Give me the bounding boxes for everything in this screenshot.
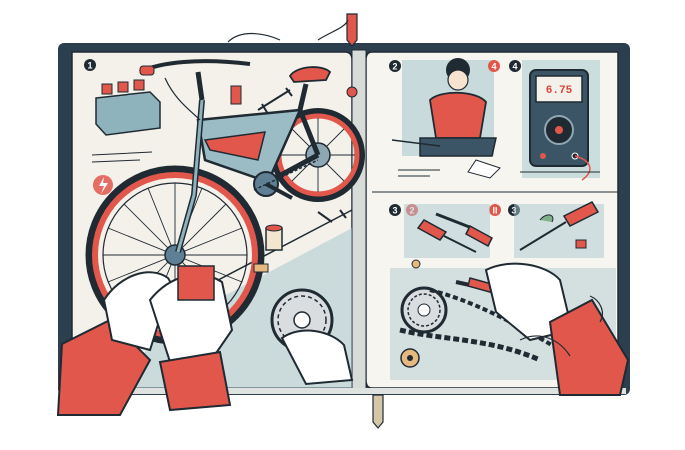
svg-text:3: 3 <box>392 206 397 216</box>
cable-loop <box>227 19 349 43</box>
right-hand-with-tool <box>455 262 630 396</box>
svg-text:4: 4 <box>491 62 496 72</box>
screwdriver-panel-1 <box>404 204 493 258</box>
step-marker-3-mid: 3 <box>389 204 401 216</box>
book-spine-gutter <box>351 49 367 391</box>
step-marker-4-a: 4 <box>488 60 500 72</box>
svg-text:2: 2 <box>392 62 397 72</box>
text-lines <box>91 151 153 163</box>
svg-text:II: II <box>492 206 497 216</box>
bottom-bookmark-ribbon <box>372 394 384 429</box>
step-number: 1 <box>87 61 92 71</box>
battery-pack-icon <box>95 79 161 136</box>
step-marker-1: 1 <box>84 59 96 71</box>
multimeter-readout: 6.75 <box>546 85 573 97</box>
left-hands <box>56 265 354 416</box>
bolt-icon <box>346 86 358 98</box>
caption-lines <box>398 169 600 177</box>
small-part-icon <box>253 263 269 273</box>
step-marker-ii-mid: II <box>489 204 501 216</box>
step-marker-4-b: 4 <box>509 60 521 72</box>
screwdriver-panel-2 <box>514 201 604 258</box>
warning-bolt-icon <box>93 175 113 195</box>
small-cylinder-icon <box>230 85 242 105</box>
top-bookmark-ribbon <box>346 13 358 47</box>
page-edge <box>62 388 626 394</box>
step-marker-2-top: 2 <box>389 60 401 72</box>
multimeter-icon: 6.75 <box>522 60 600 181</box>
spool-icon <box>265 224 283 251</box>
technician-panel <box>391 58 501 179</box>
screw-icons <box>317 209 347 223</box>
svg-text:4: 4 <box>512 62 517 72</box>
